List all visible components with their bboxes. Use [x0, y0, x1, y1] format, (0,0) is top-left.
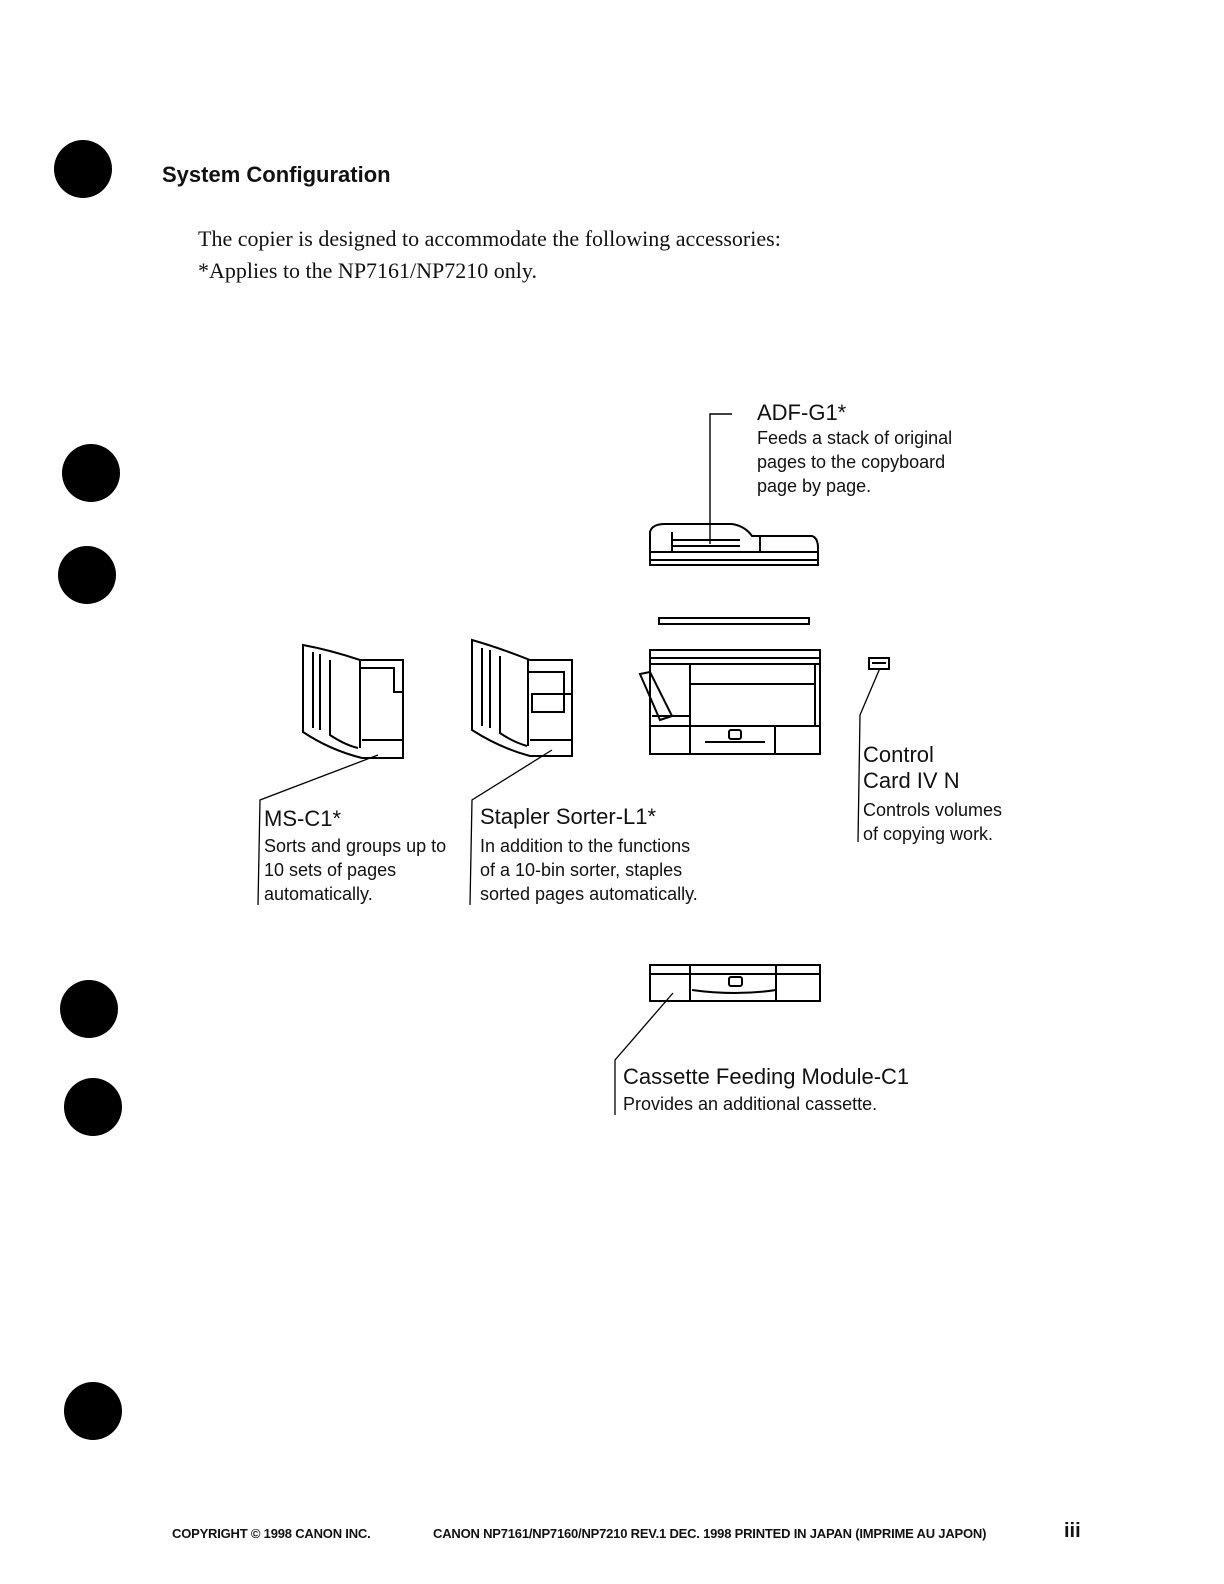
- applicability-note: *Applies to the NP7161/NP7210 only.: [198, 258, 537, 283]
- intro-text: The copier is designed to accommodate th…: [198, 226, 781, 251]
- stapler-leader: [469, 749, 553, 906]
- adf-illustration: [649, 523, 819, 566]
- control-card-name-1: Control: [863, 742, 934, 767]
- stapler-sorter-desc-1: In addition to the functions: [480, 836, 691, 856]
- page-number: iii: [1064, 1520, 1081, 1542]
- ms-c1-desc-2: 10 sets of pages: [264, 860, 397, 880]
- ms-c1-desc-1: Sorts and groups up to: [264, 836, 447, 856]
- stapler-sorter-name: Stapler Sorter-L1*: [480, 804, 657, 829]
- ms-c1-illustration: [302, 643, 404, 759]
- adf-g1-name: ADF-G1*: [757, 400, 847, 425]
- control-card-desc-2: of copying work.: [863, 824, 994, 844]
- binder-hole-6: [64, 1382, 122, 1440]
- copier-body-illustration: [638, 649, 821, 755]
- binder-hole-5: [64, 1078, 122, 1136]
- ms-c1-name: MS-C1*: [264, 806, 342, 831]
- cassette-module-illustration: [649, 964, 821, 1002]
- ms-c1-desc-3: automatically.: [264, 884, 373, 904]
- binder-hole-2: [62, 444, 120, 502]
- adf-g1-desc-1: Feeds a stack of original: [757, 428, 953, 448]
- stapler-sorter-desc-2: of a 10-bin sorter, staples: [480, 860, 683, 880]
- control-card-name-2: Card IV N: [863, 768, 960, 793]
- control-card-desc-1: Controls volumes: [863, 800, 1003, 820]
- copyboard-glass: [658, 617, 810, 625]
- footer-copyright: COPYRIGHT © 1998 CANON INC.: [172, 1526, 371, 1541]
- control-card-leader: [857, 667, 881, 843]
- adf-g1-desc-3: page by page.: [757, 476, 872, 496]
- binder-hole-4: [60, 980, 118, 1038]
- stapler-sorter-desc-3: sorted pages automatically.: [480, 884, 698, 904]
- footer-edition: CANON NP7161/NP7160/NP7210 REV.1 DEC. 19…: [433, 1526, 987, 1541]
- adf-g1-desc-2: pages to the copyboard: [757, 452, 946, 472]
- binder-hole-1: [54, 140, 112, 198]
- stapler-sorter-illustration: [471, 638, 573, 757]
- control-card-illustration: [868, 657, 890, 670]
- cassette-module-desc: Provides an additional cassette.: [623, 1094, 878, 1114]
- section-title: System Configuration: [162, 162, 391, 187]
- ms-c1-leader: [257, 754, 379, 906]
- binder-hole-3: [58, 546, 116, 604]
- cassette-module-name: Cassette Feeding Module-C1: [623, 1064, 910, 1089]
- cassette-leader: [614, 992, 674, 1115]
